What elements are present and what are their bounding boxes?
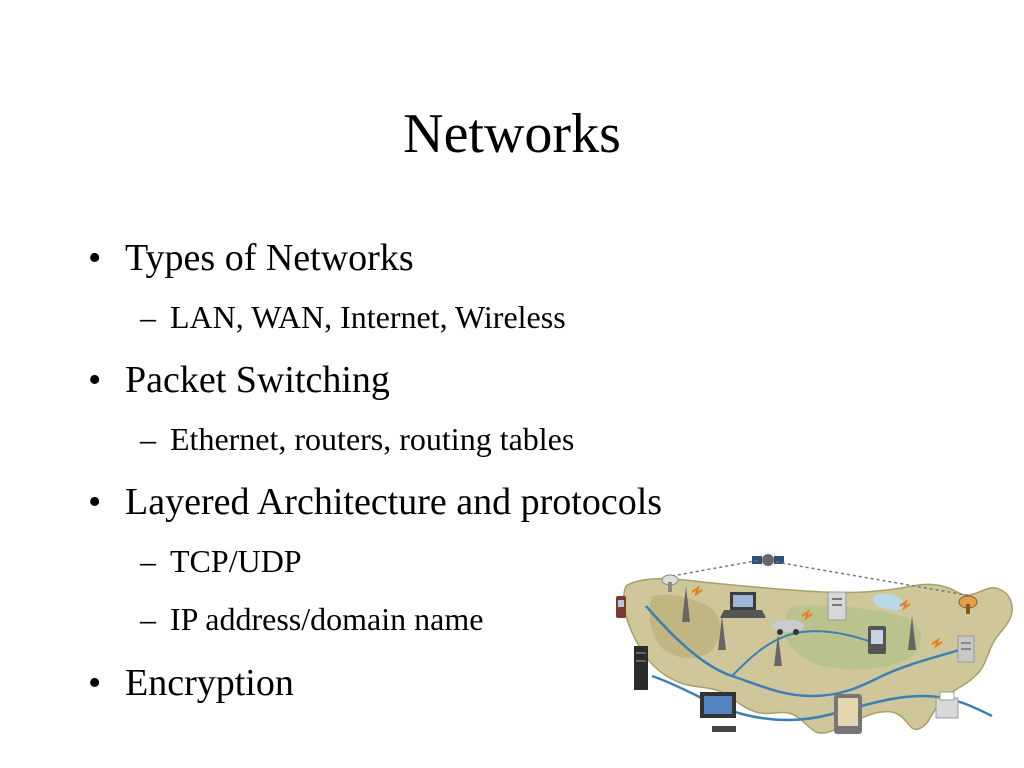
server-tower-icon — [634, 646, 648, 690]
sub-bullet-text: LAN, WAN, Internet, Wireless — [170, 299, 566, 335]
pda-icon — [868, 626, 886, 654]
sub-bullet-item: –IP address/domain name — [140, 600, 483, 638]
sub-bullet-text: IP address/domain name — [170, 601, 484, 637]
sub-bullet-item: –LAN, WAN, Internet, Wireless — [140, 298, 566, 336]
server-icon — [827, 591, 847, 621]
network-cable — [645, 605, 973, 698]
car-icon — [772, 620, 804, 635]
wireless-signal-icon — [691, 585, 943, 649]
cell-tower-icon — [682, 586, 916, 666]
tablet-icon — [834, 694, 862, 734]
dash-marker: – — [140, 421, 156, 457]
phone-icon — [616, 596, 626, 618]
sub-bullet-item: –Ethernet, routers, routing tables — [140, 420, 574, 458]
satellite-link — [671, 559, 761, 577]
bullet-text: Encryption — [125, 662, 294, 704]
bullet-marker: • — [88, 359, 102, 401]
network-map-illustration — [616, 554, 1013, 734]
great-lakes — [873, 593, 905, 611]
bullet-text: Packet Switching — [125, 359, 390, 401]
dash-marker: – — [140, 543, 156, 579]
bullet-item: • Packet Switching — [88, 358, 390, 402]
sub-bullet-text: Ethernet, routers, routing tables — [170, 421, 575, 457]
printer-icon — [935, 691, 959, 719]
dash-marker: – — [140, 299, 156, 335]
bullet-item: • Encryption — [88, 661, 294, 705]
bullet-marker: • — [88, 662, 102, 704]
satellite-dish-icon — [661, 574, 679, 592]
satellite-dish-icon — [958, 595, 978, 614]
bullet-text: Types of Networks — [125, 237, 414, 279]
dash-marker: – — [140, 601, 156, 637]
bullet-marker: • — [88, 481, 102, 523]
bullet-text: Layered Architecture and protocols — [125, 481, 663, 523]
slide-title: Networks — [403, 103, 621, 165]
desktop-computer-icon — [700, 692, 736, 732]
bullet-item: • Layered Architecture and protocols — [88, 480, 662, 524]
sub-bullet-item: –TCP/UDP — [140, 542, 302, 580]
bullet-marker: • — [88, 237, 102, 279]
laptop-icon — [720, 592, 766, 618]
bullet-item: • Types of Networks — [88, 236, 414, 280]
network-cable — [731, 630, 883, 677]
plains-region — [783, 605, 922, 670]
cabinet-icon — [957, 635, 975, 663]
mountain-region — [649, 594, 720, 659]
sub-bullet-text: TCP/UDP — [170, 543, 302, 579]
